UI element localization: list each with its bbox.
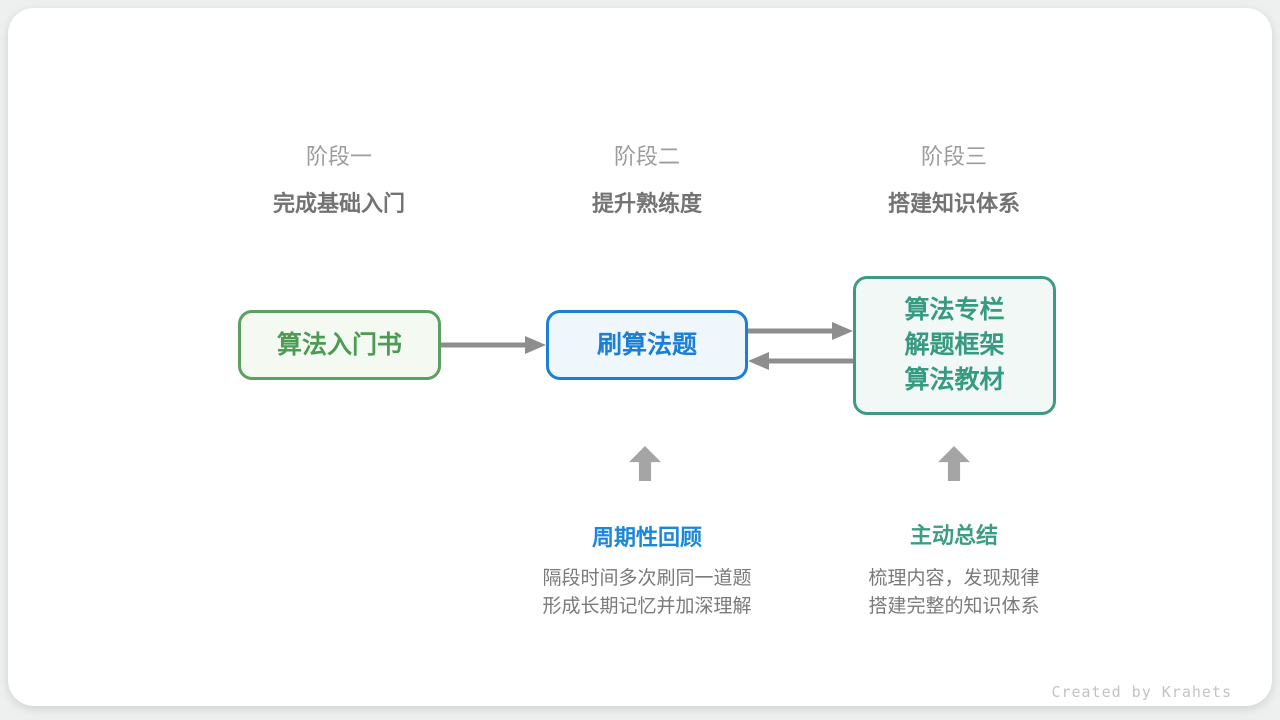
node-intro-book-text: 算法入门书 <box>276 330 402 359</box>
node-knowledge-resources: 算法专栏 解题框架 算法教材 <box>853 276 1056 415</box>
annotation-review-desc-line2: 形成长期记忆并加深理解 <box>542 596 752 617</box>
annotation-summary-desc-line1: 梳理内容，发现规律 <box>868 568 1040 589</box>
stage3-label: 阶段三 <box>920 144 988 169</box>
arrow-stage3-to-stage2-icon <box>748 352 853 370</box>
annotation-review-title: 周期性回顾 <box>591 525 703 550</box>
arrow-stage2-to-stage3-icon <box>748 322 853 340</box>
stage1-label: 阶段一 <box>305 144 373 169</box>
node-practice-problems: 刷算法题 <box>546 310 748 380</box>
diagram-card: 阶段一 完成基础入门 阶段二 提升熟练度 阶段三 搭建知识体系 算法入门书 刷算… <box>8 8 1272 706</box>
arrow-stage1-to-stage2-icon <box>441 336 546 354</box>
node-resources-line2: 解题框架 <box>904 331 1005 359</box>
footer-credit: Created by Krahets <box>1051 683 1232 701</box>
stage1-subtitle: 完成基础入门 <box>272 191 406 216</box>
node-resources-line3: 算法教材 <box>904 366 1005 394</box>
stage2-subtitle: 提升熟练度 <box>591 191 703 216</box>
node-resources-line1: 算法专栏 <box>904 296 1005 324</box>
annotation-summary-title: 主动总结 <box>909 523 999 548</box>
stage3-subtitle: 搭建知识体系 <box>887 191 1021 216</box>
stage2-label: 阶段二 <box>613 144 681 169</box>
annotation-review-desc: 隔段时间多次刷同一道题 形成长期记忆并加深理解 <box>542 565 751 621</box>
up-arrow-review-icon <box>629 446 661 481</box>
up-arrow-summary-icon <box>938 446 970 481</box>
annotation-summary-desc-line2: 搭建完整的知识体系 <box>868 596 1040 617</box>
node-intro-book: 算法入门书 <box>238 310 441 380</box>
node-practice-problems-text: 刷算法题 <box>596 330 697 359</box>
annotation-summary-desc: 梳理内容，发现规律 搭建完整的知识体系 <box>868 565 1039 621</box>
annotation-review-desc-line1: 隔段时间多次刷同一道题 <box>542 568 752 589</box>
